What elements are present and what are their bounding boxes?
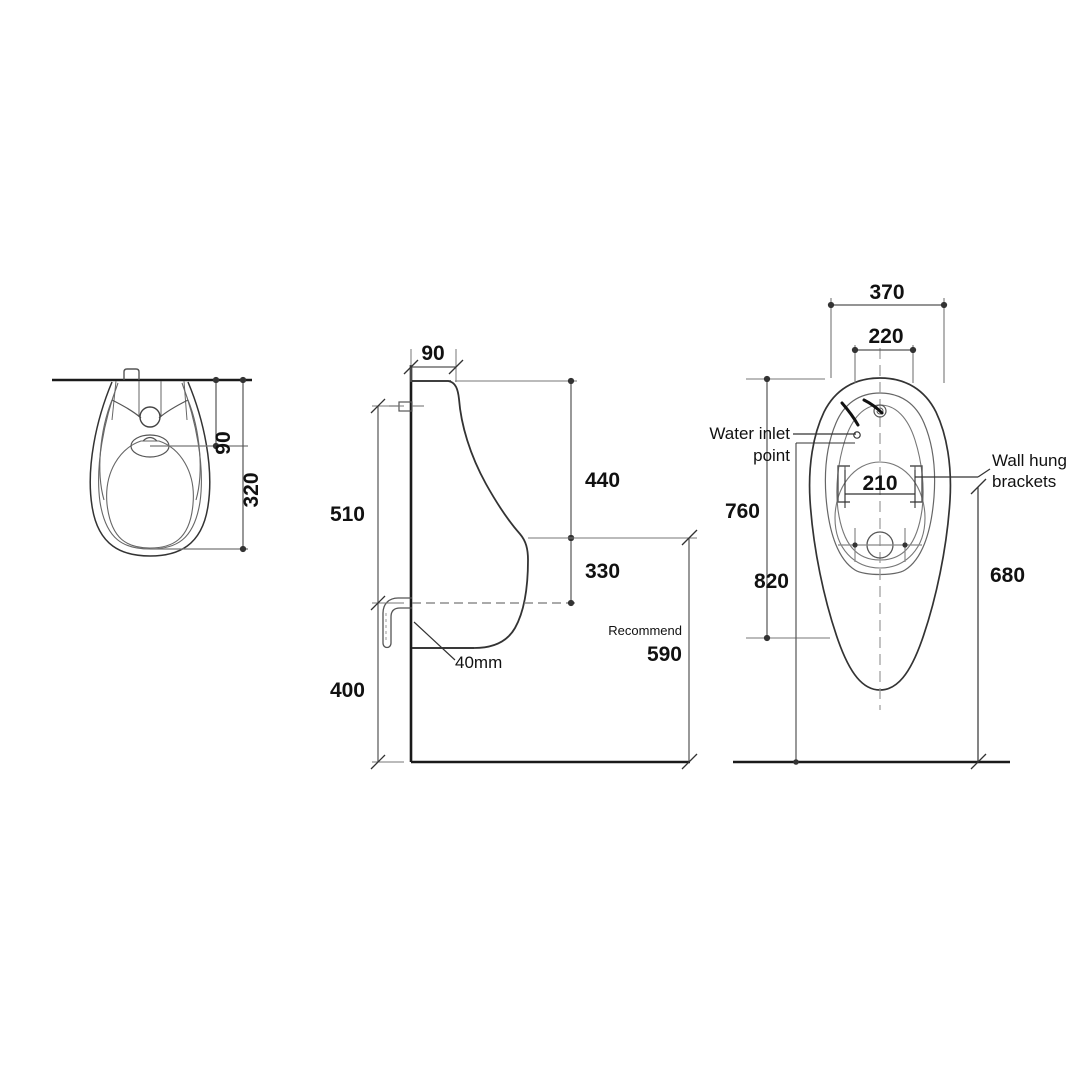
dim-label-320-front: 320	[240, 472, 263, 507]
callout-brackets-line2: brackets	[992, 472, 1056, 491]
plan-leader-brackets-tick	[977, 468, 991, 478]
dim-label-370: 370	[869, 281, 904, 304]
front-left-wing	[111, 399, 142, 419]
dim-label-760: 760	[725, 500, 760, 523]
dim-label-590: 590	[647, 643, 682, 666]
dim-label-820: 820	[754, 570, 789, 593]
side-tick-590-top	[681, 529, 698, 546]
dim-label-510: 510	[330, 503, 365, 526]
front-right-wing	[158, 399, 189, 419]
plan-spreader-arc-1	[840, 401, 860, 427]
front-elevation-view: 90 320	[52, 368, 263, 557]
dim-label-90-front: 90	[212, 431, 235, 454]
side-tick-90-right	[448, 359, 464, 375]
dim-label-220: 220	[868, 325, 903, 348]
plan-spreader-arc-2	[862, 398, 884, 415]
front-hatch-4	[183, 380, 188, 421]
plan-lower-bowl	[834, 461, 926, 569]
note-40mm: 40mm	[455, 653, 502, 672]
dim-label-90-side: 90	[421, 342, 444, 365]
front-inner-bowl	[106, 440, 194, 549]
plan-fix-point-right	[902, 542, 908, 548]
dim-label-680: 680	[990, 564, 1025, 587]
side-body-profile	[412, 380, 529, 649]
front-drain-cap	[142, 436, 158, 442]
side-waste-trap	[382, 597, 412, 649]
note-recommend: Recommend	[608, 623, 682, 638]
plan-tick-680-bottom	[970, 753, 987, 770]
plan-dim-820-endpoint	[793, 759, 799, 765]
front-mount-tab	[123, 368, 140, 380]
dim-label-330: 330	[585, 560, 620, 583]
dim-label-440: 440	[585, 469, 620, 492]
plan-top-view: 370 220 210 760 820 680 Water inlet poin…	[709, 281, 1067, 770]
dim-label-210: 210	[862, 472, 897, 495]
front-right-wing-arc	[187, 399, 201, 501]
dim-label-400: 400	[330, 679, 365, 702]
side-section-view: 90 40mm 510 400	[330, 342, 698, 770]
side-leader-40mm	[413, 621, 456, 661]
plan-tick-680-top	[970, 478, 987, 495]
plan-water-inlet-point-marker	[853, 431, 861, 439]
side-tick-90-left	[403, 359, 419, 375]
side-tick-400-bottom	[370, 754, 386, 770]
plan-fix-point-left	[852, 542, 858, 548]
front-left-wing-arc	[99, 399, 113, 501]
front-bowl-outline	[89, 381, 211, 557]
front-water-inlet-boss	[139, 406, 161, 428]
side-tick-510-bottom	[370, 595, 386, 611]
side-tick-590-bottom	[681, 753, 698, 770]
plan-inlet-boss	[873, 404, 887, 418]
callout-brackets-line1: Wall hung	[992, 451, 1067, 470]
side-tick-510-top	[370, 398, 386, 414]
callout-water-inlet-line1: Water inlet	[709, 424, 790, 443]
callout-water-inlet-line2: point	[753, 446, 790, 465]
